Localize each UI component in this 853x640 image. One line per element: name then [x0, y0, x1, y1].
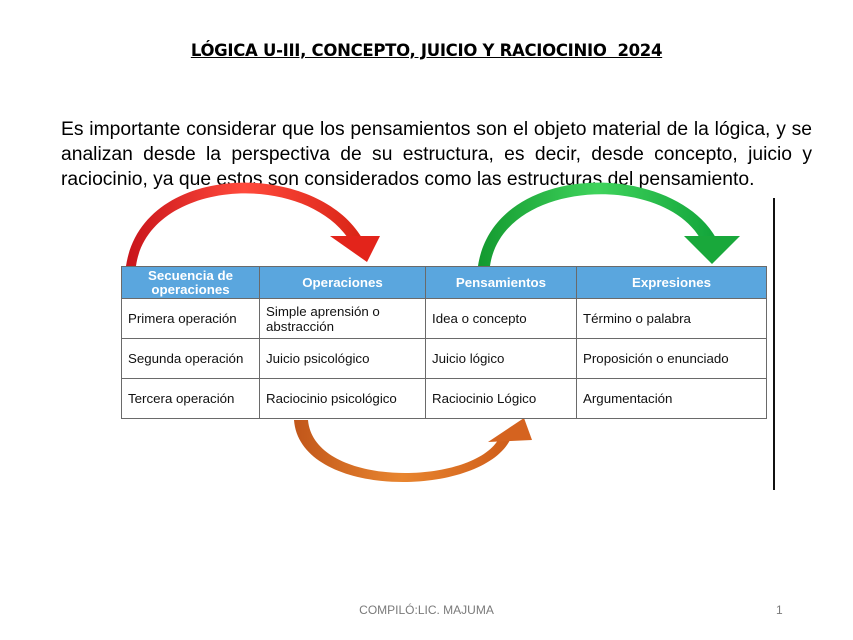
table-cell: Raciocinio Lógico [425, 378, 577, 419]
orange-curved-arrow-icon [294, 418, 532, 482]
vertical-divider [773, 198, 775, 490]
table-cell: Segunda operación [121, 338, 260, 379]
red-curved-arrow-icon [126, 182, 380, 266]
header-secuencia: Secuencia de operaciones [121, 266, 260, 299]
table-cell: Argumentación [576, 378, 767, 419]
table-cell: Juicio psicológico [259, 338, 426, 379]
green-curved-arrow-icon [478, 182, 740, 266]
table-row: Tercera operación Raciocinio psicológico… [121, 378, 767, 419]
slide-title: LÓGICA U-III, CONCEPTO, JUICIO Y RACIOCI… [190, 41, 663, 60]
table-row: Primera operación Simple aprensión o abs… [121, 298, 767, 339]
table-cell: Raciocinio psicológico [259, 378, 426, 419]
table-row: Segunda operación Juicio psicológico Jui… [121, 338, 767, 379]
table-cell: Tercera operación [121, 378, 260, 419]
page-number: 1 [776, 603, 783, 617]
table-cell: Término o palabra [576, 298, 767, 339]
logic-operations-table: Secuencia de operaciones Operaciones Pen… [121, 266, 767, 419]
table-cell: Primera operación [121, 298, 260, 339]
table-header-row: Secuencia de operaciones Operaciones Pen… [121, 266, 767, 299]
table-cell: Juicio lógico [425, 338, 577, 379]
table-cell: Proposición o enunciado [576, 338, 767, 379]
table-cell: Simple aprensión o abstracción [259, 298, 426, 339]
header-pensamientos: Pensamientos [425, 266, 577, 299]
header-expresiones: Expresiones [576, 266, 767, 299]
header-operaciones: Operaciones [259, 266, 426, 299]
table-cell: Idea o concepto [425, 298, 577, 339]
footer-author: COMPILÓ:LIC. MAJUMA [359, 603, 494, 617]
